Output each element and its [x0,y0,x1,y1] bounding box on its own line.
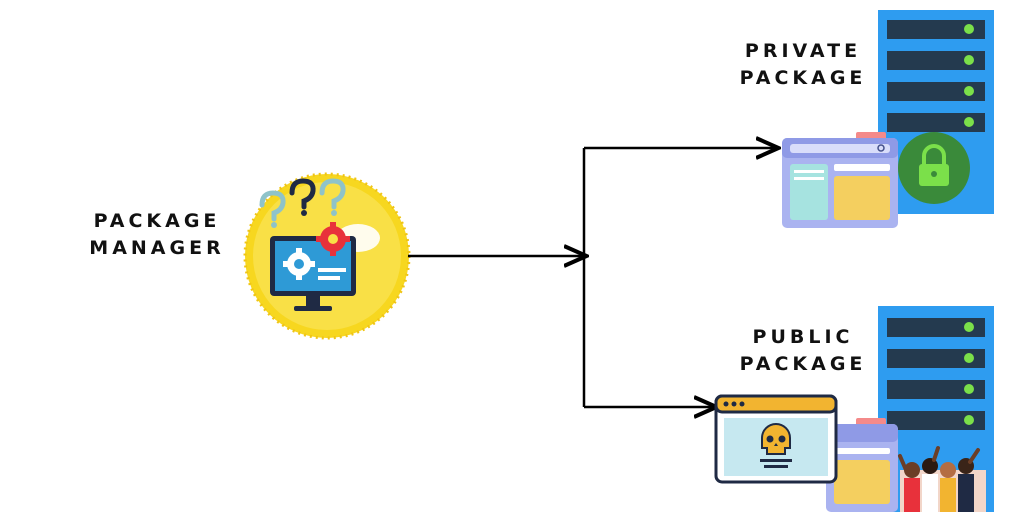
public-package-icon [714,306,994,512]
skull-icon [760,423,792,468]
public-package-label-line2: PACKAGE [739,353,867,375]
private-package-label-line1: PRIVATE [744,40,862,62]
public-browser-window [826,418,898,512]
private-package-label: PRIVATE PACKAGE [728,38,878,92]
public-server-slots [887,318,985,430]
public-package-label: PUBLIC PACKAGE [728,324,878,378]
private-browser-window [782,132,898,228]
package-manager-label: PACKAGE MANAGER [82,208,232,262]
private-package-label-line2: PACKAGE [739,67,867,89]
crowd-icon [898,446,986,512]
package-manager-label-line1: PACKAGE [93,210,221,232]
package-manager-icon [243,172,411,340]
flow-arrows [408,148,776,407]
private-package-icon [782,10,994,228]
private-server-slots [887,20,985,132]
public-package-label-line1: PUBLIC [752,326,854,348]
lock-icon [898,132,970,204]
package-manager-label-line2: MANAGER [89,237,225,259]
